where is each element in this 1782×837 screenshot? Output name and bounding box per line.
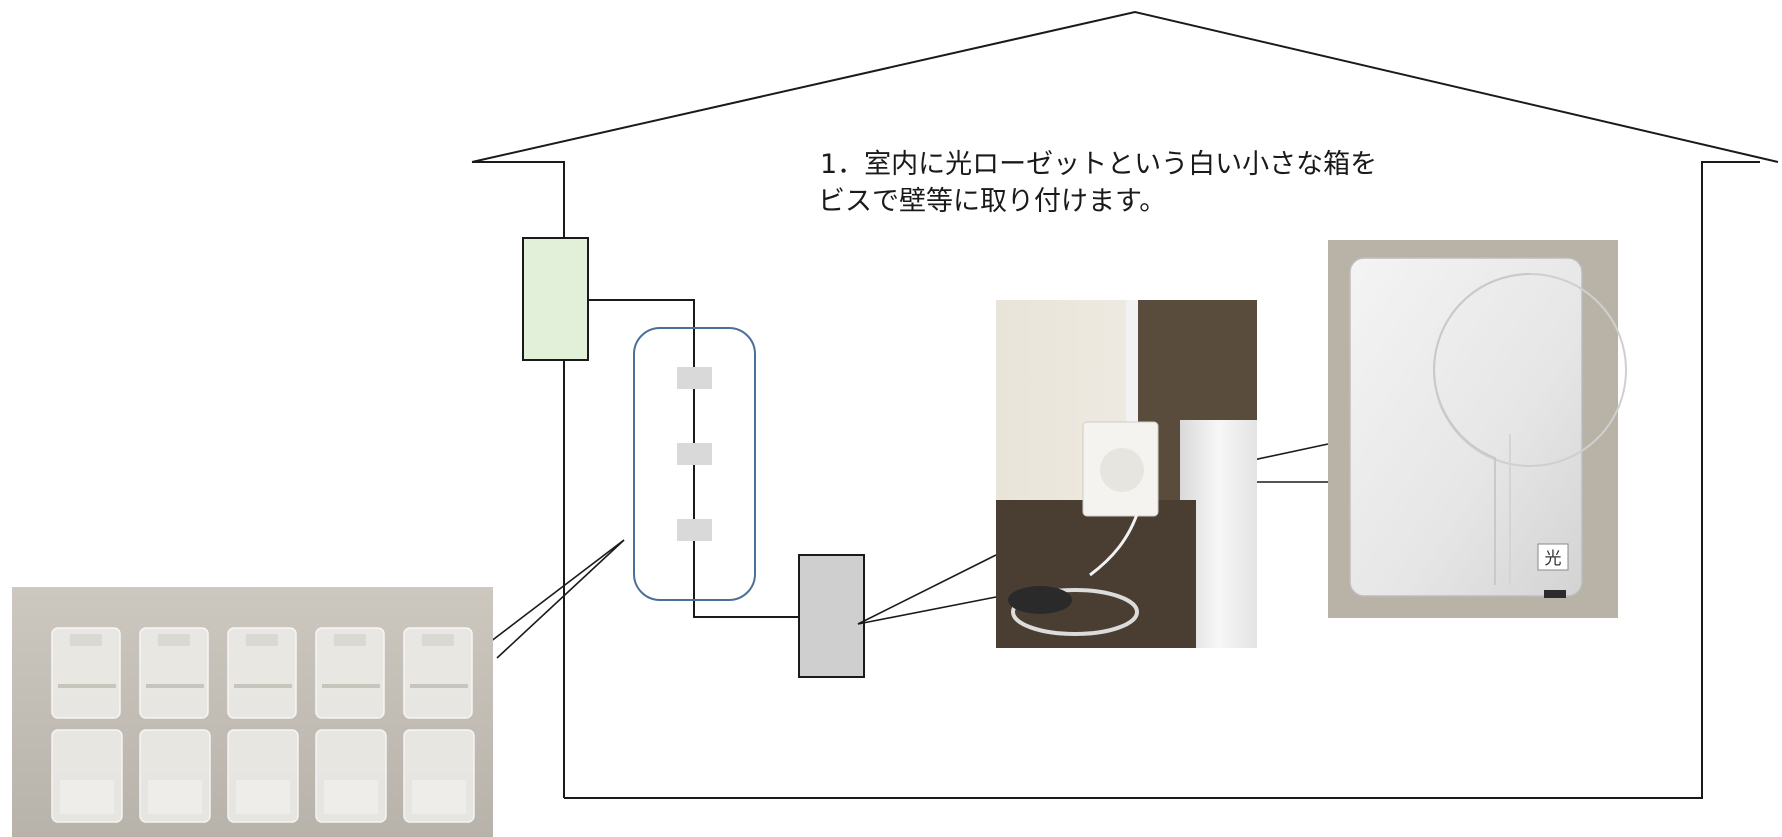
- caption-line-2: ビスで壁等に取り付けます。: [818, 186, 1167, 217]
- cable-clip: [677, 443, 712, 465]
- cable-clip-group: [633, 327, 756, 601]
- house-roof: [471, 10, 1779, 163]
- cable-clip: [677, 367, 712, 389]
- wall-entry-box: [522, 237, 589, 361]
- rosette-fiber-label: 光: [1545, 549, 1562, 569]
- installation-caption: 1．室内に光ローゼットという白い小さな箱をビスで壁等に取り付けます。: [818, 146, 1580, 220]
- installed-rosette-photo-icon: [996, 300, 1257, 648]
- house-floor: [564, 161, 1760, 799]
- clear-cable-clips-photo-icon: [12, 587, 493, 837]
- optical-rosette-closeup-photo-icon: 光: [1328, 240, 1627, 618]
- optical-rosette-box: [798, 554, 865, 678]
- cable-clip: [677, 519, 712, 541]
- caption-line-1: 1．室内に光ローゼットという白い小さな箱を: [820, 149, 1378, 180]
